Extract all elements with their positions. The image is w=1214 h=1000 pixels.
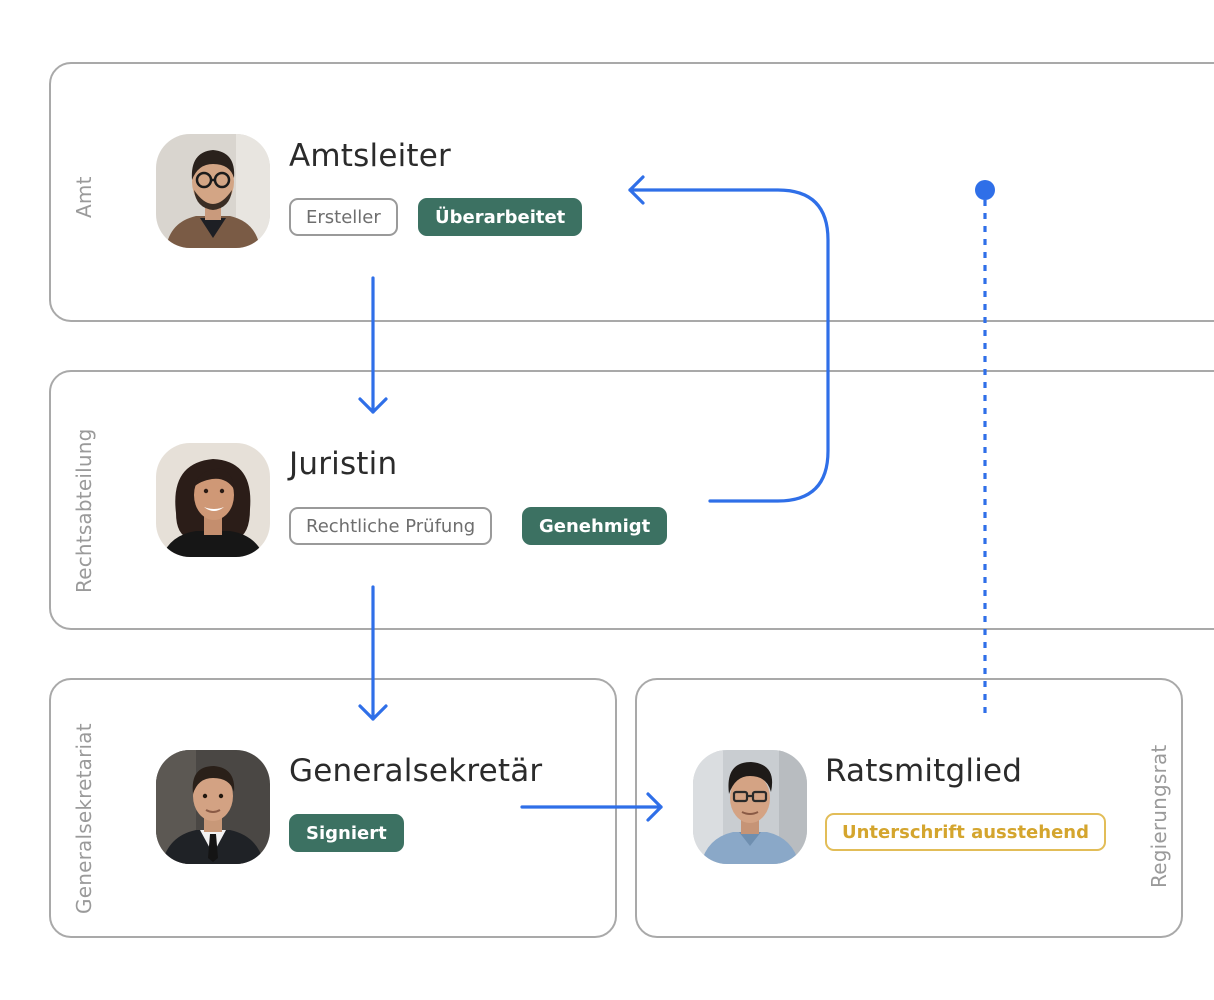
person-name-juristin: Juristin <box>289 446 398 482</box>
status-badge-juristin: Genehmigt <box>522 507 668 545</box>
person-name-ratsmitglied: Ratsmitglied <box>825 753 1023 789</box>
person-name-generalsekretaer: Generalsekretär <box>289 753 543 789</box>
connector-dot <box>975 180 995 200</box>
avatar-juristin <box>156 443 270 557</box>
arrow-juristin-back-to-amtsleiter <box>628 188 830 503</box>
role-badge-juristin: Rechtliche Prüfung <box>289 507 493 545</box>
status-badge-amtsleiter: Überarbeitet <box>418 198 583 236</box>
avatar-generalsekretaer <box>156 750 270 864</box>
avatar-amtsleiter <box>156 134 270 248</box>
status-badge-ratsmitglied: Unterschrift ausstehend <box>825 813 1106 851</box>
role-badge-amtsleiter: Ersteller <box>289 198 398 236</box>
person-name-amtsleiter: Amtsleiter <box>289 138 451 174</box>
status-badge-generalsekretaer: Signiert <box>289 814 404 852</box>
avatar-ratsmitglied <box>693 750 807 864</box>
